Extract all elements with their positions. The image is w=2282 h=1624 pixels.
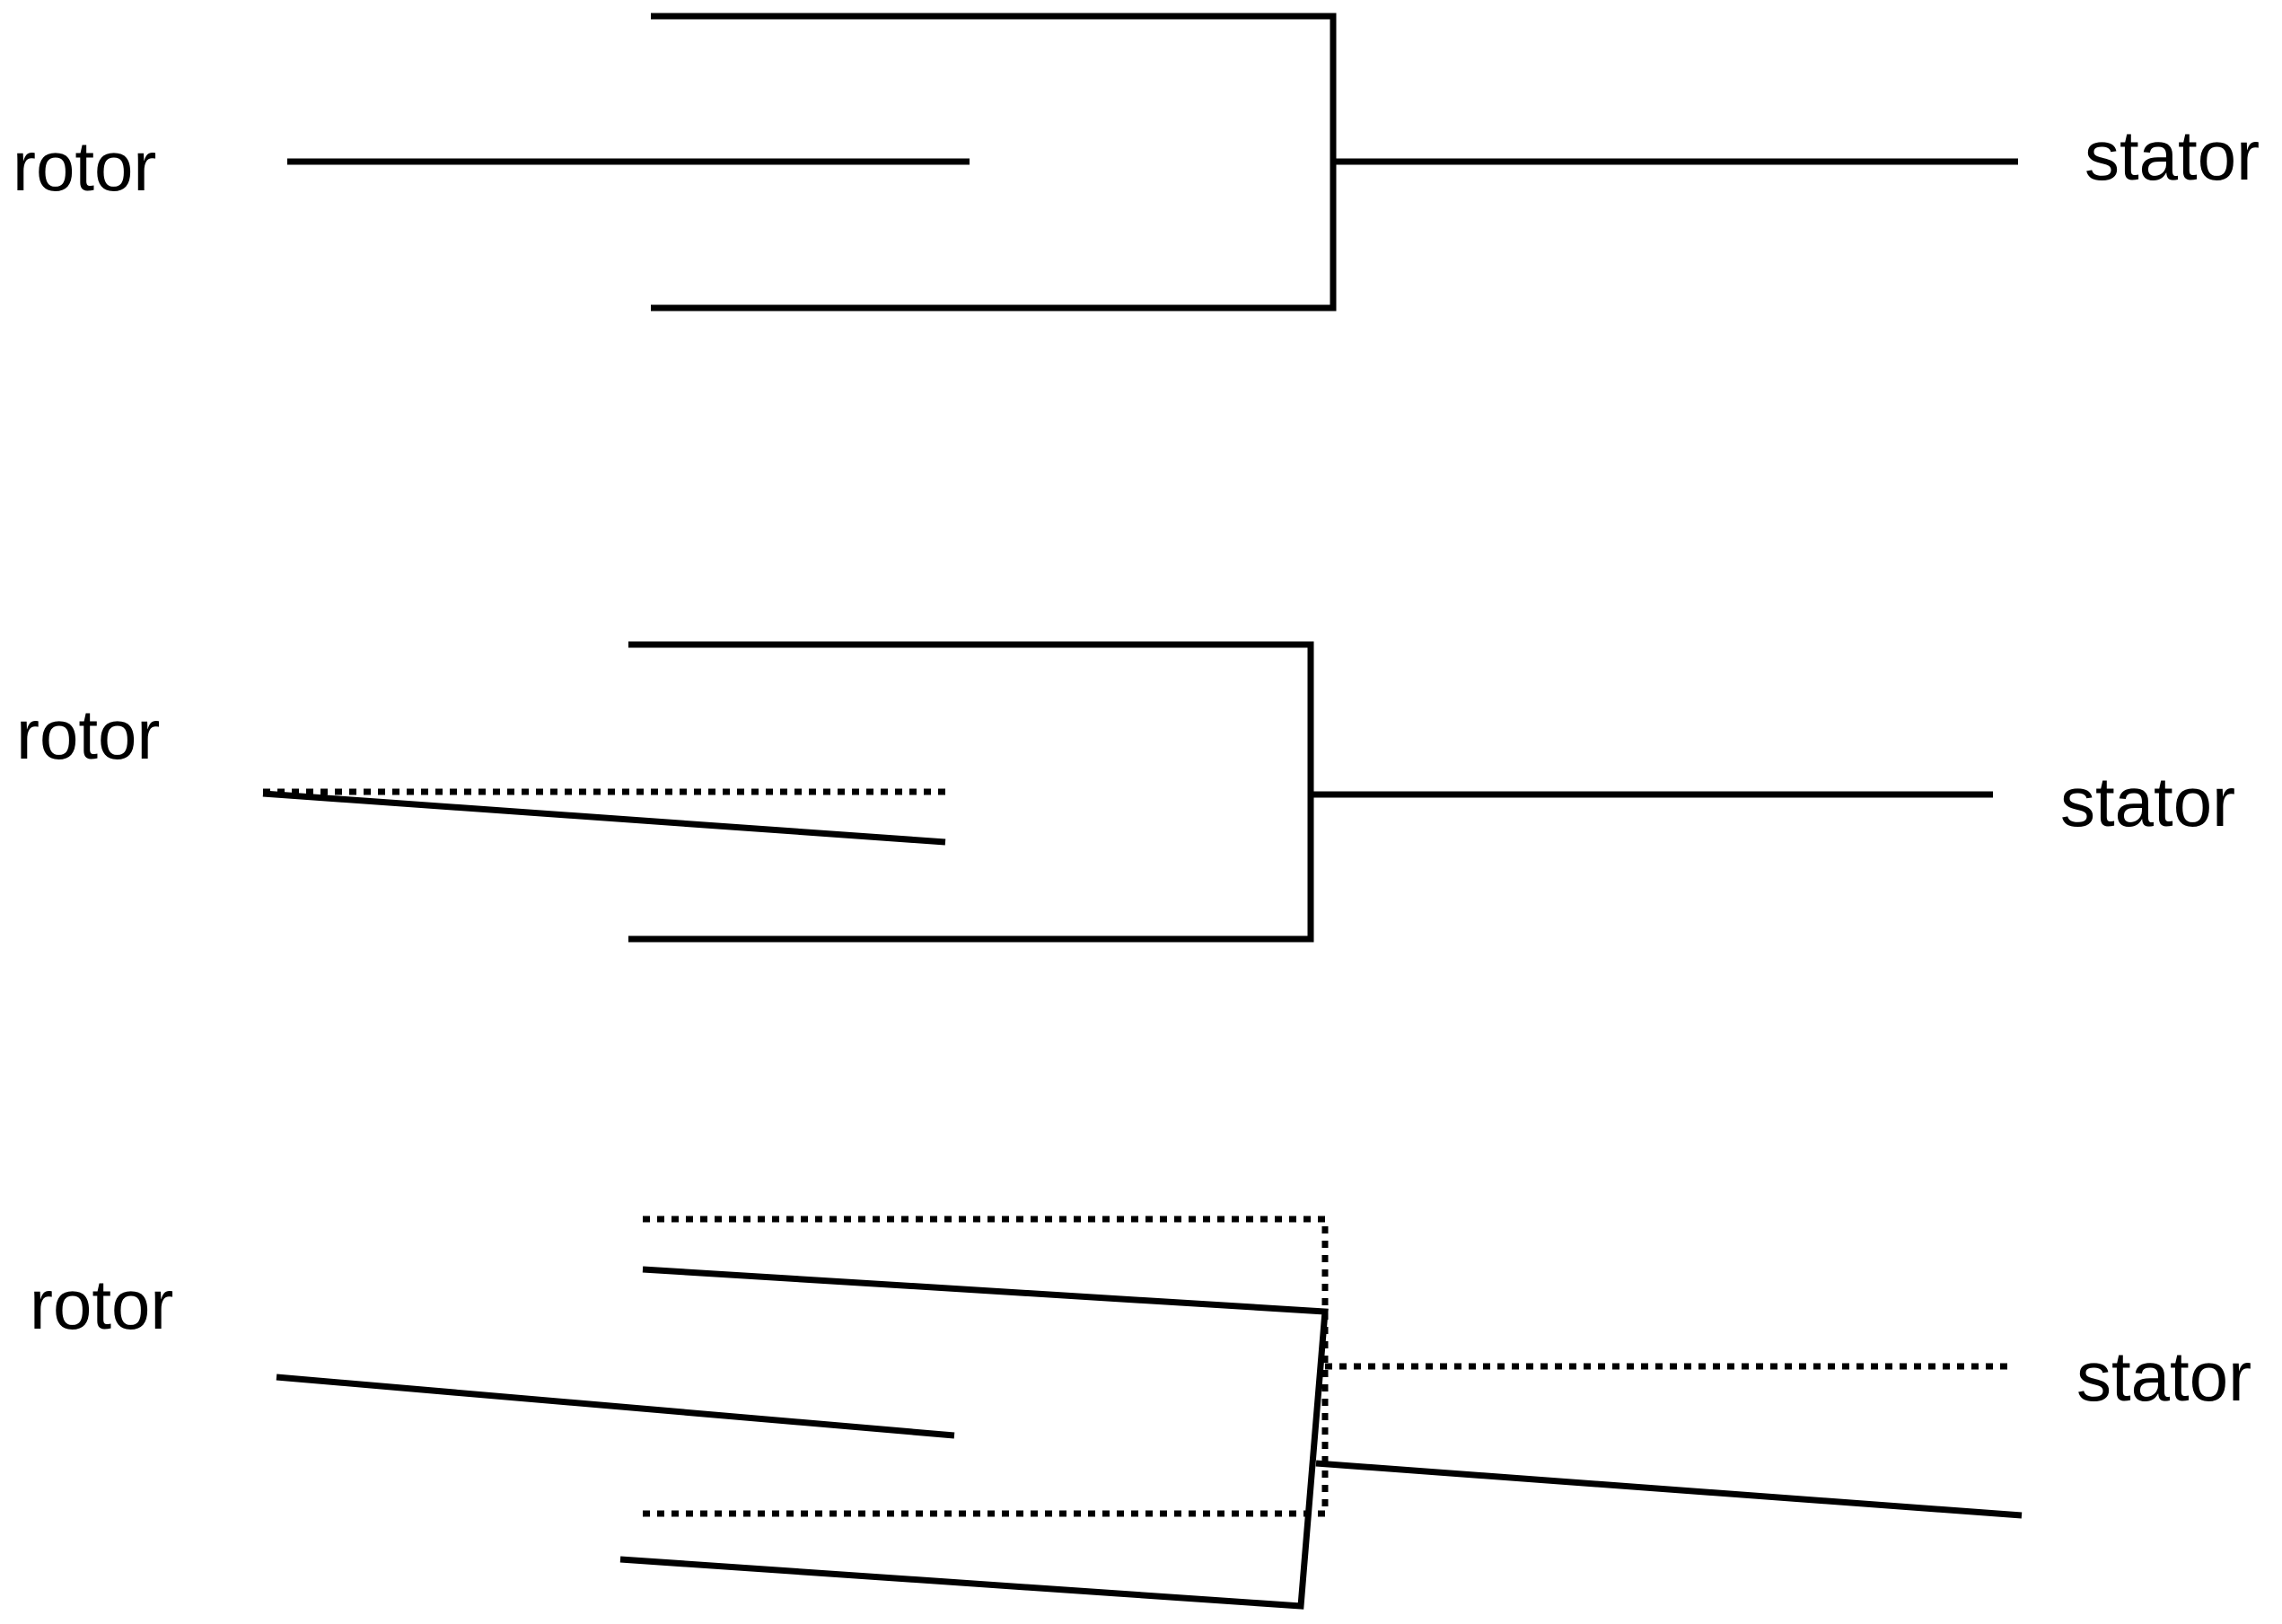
stator-label: stator <box>2060 762 2235 841</box>
rotor-label: rotor <box>13 127 156 206</box>
stator-label: stator <box>2085 116 2260 195</box>
rotor-label: rotor <box>30 1265 173 1344</box>
rotor-deflected-line <box>262 790 946 846</box>
panel-both-deflected: rotor stator <box>30 1216 2251 1610</box>
rotor-label: rotor <box>16 695 160 774</box>
stator-bracket-reference <box>643 1216 1329 1517</box>
stator-shaft-deflected <box>1315 1460 2023 1519</box>
rotor-deflected-line <box>276 1374 955 1439</box>
stator-label: stator <box>2076 1337 2251 1416</box>
stator-bracket-deflected <box>619 1266 1329 1610</box>
panel-aligned: rotor stator <box>13 13 2260 312</box>
stator-bracket <box>628 641 1314 943</box>
panel-rotor-deflected: rotor stator <box>16 641 2235 943</box>
